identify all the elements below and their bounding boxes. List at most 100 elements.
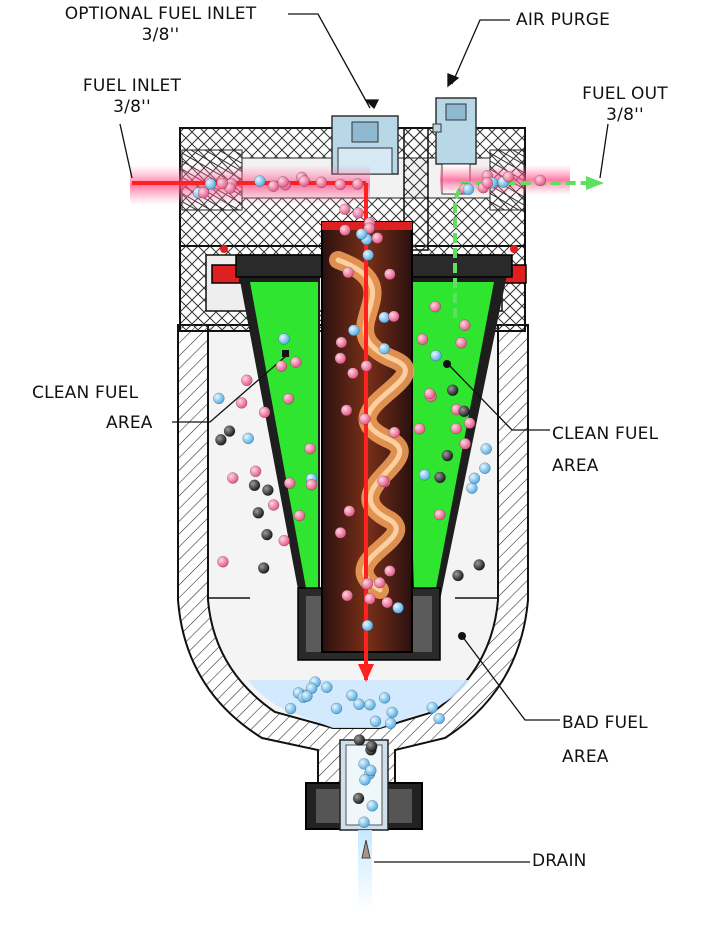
fuel-particle [392,602,404,614]
fuel-particle [278,333,290,345]
clean-fuel-left-line2: AREA [106,413,153,433]
fuel-particle [413,423,426,435]
fuel-particle [343,505,356,517]
fuel-particle [364,698,376,711]
fuel-particle [258,406,271,419]
drain-tip [361,839,371,859]
fuel-particle [378,342,391,355]
fuel-particle [242,432,254,445]
fuel-particle [459,319,471,331]
fuel-particle [416,333,429,345]
label-fuel-out: FUEL OUT 3/8'' [560,84,690,126]
fuel-particle [365,740,378,753]
fuel-particle [321,681,333,693]
fuel-particle [359,413,371,425]
fuel-particle [480,443,492,455]
fuel-particle [371,232,384,244]
marker-right [443,360,451,368]
fuel-particle [378,311,390,324]
fuel-particle [235,397,248,409]
fuel-particle [334,527,347,539]
clean-fuel-area-right [404,282,494,588]
fuel-particle [223,425,236,437]
fuel-particle [430,349,442,362]
fuel-particle [446,384,459,396]
fuel-particle [358,816,370,828]
fuel-particle [433,712,445,725]
fuel-particle [459,438,471,450]
fuel-particle [248,479,261,492]
fuel-particle [257,562,270,574]
fuel-particle [359,774,371,786]
fuel-particle [479,462,491,474]
fuel-particle [304,442,316,455]
clean-fuel-right-line2: AREA [552,456,599,476]
label-optional-fuel-inlet: OPTIONAL FUEL INLET 3/8'' [28,4,293,46]
fuel-particle [213,392,225,405]
clean-fuel-right-line1: CLEAN FUEL [552,424,659,444]
fuel-particle [330,702,343,715]
fuel-particle [282,392,295,405]
fuel-particle [275,360,288,372]
fuel-particle [342,266,354,279]
fuel-particle [423,387,436,400]
fuel-particle [227,472,239,484]
fuel-particle [267,499,280,511]
fuel-particle [473,559,485,571]
fuel-particle [249,465,262,478]
fuel-particle [347,367,359,379]
fuel-particle [369,715,382,728]
fuel-particle [468,472,481,485]
fuel-particle [388,426,401,439]
fuel-particle [278,534,290,547]
fuel-particle [216,177,228,190]
label-clean-fuel-left: CLEAN FUEL AREA [32,378,153,438]
fuel-particle [301,690,313,702]
fuel-particle [381,596,393,609]
optional-fuel-inlet-title: OPTIONAL FUEL INLET [64,4,257,24]
fuel-out-size: 3/8'' [606,105,644,125]
fuel-particle [262,484,274,496]
fuel-particle [293,509,306,522]
fuel-particle [298,175,310,187]
label-bad-fuel: BAD FUEL AREA [562,706,648,774]
fuel-particle [352,792,365,805]
fuel-particle [452,569,464,582]
fuel-particle [450,422,462,435]
fuel-particle [481,177,494,189]
fuel-particle [284,702,297,715]
fuel-particle [204,178,217,190]
fuel-particle [241,374,253,387]
label-clean-fuel-right: CLEAN FUEL AREA [552,418,658,482]
leader-lines [119,13,609,863]
fuel-particle [341,589,353,602]
fuel-particle [434,471,446,484]
fuel-particle [353,698,365,710]
fuel-particle [362,249,374,261]
fuel-particle [384,565,396,577]
fuel-particle [388,310,400,323]
fuel-particle [441,449,454,462]
drain-stream [358,830,372,910]
fuel-particle [462,183,475,196]
marker-bad [458,632,466,640]
fuel-particle [463,417,476,429]
fuel-particle [377,475,389,487]
fuel-particle [418,469,431,481]
fuel-out-title: FUEL OUT [582,84,668,104]
fuel-particle [361,619,374,632]
fuel-particle [252,507,265,519]
marker-left [282,350,289,357]
fuel-particle [352,207,364,219]
fuel-particle [386,706,398,719]
fuel-particle [364,593,376,605]
fuel-particle [340,404,353,417]
fuel-particle [254,175,266,187]
fuel-particle [261,528,273,541]
label-air-purge: AIR PURGE [516,10,611,30]
label-fuel-inlet: FUEL INLET 3/8'' [52,76,212,118]
fuel-particle [534,174,547,187]
fuel-particle [290,356,302,368]
